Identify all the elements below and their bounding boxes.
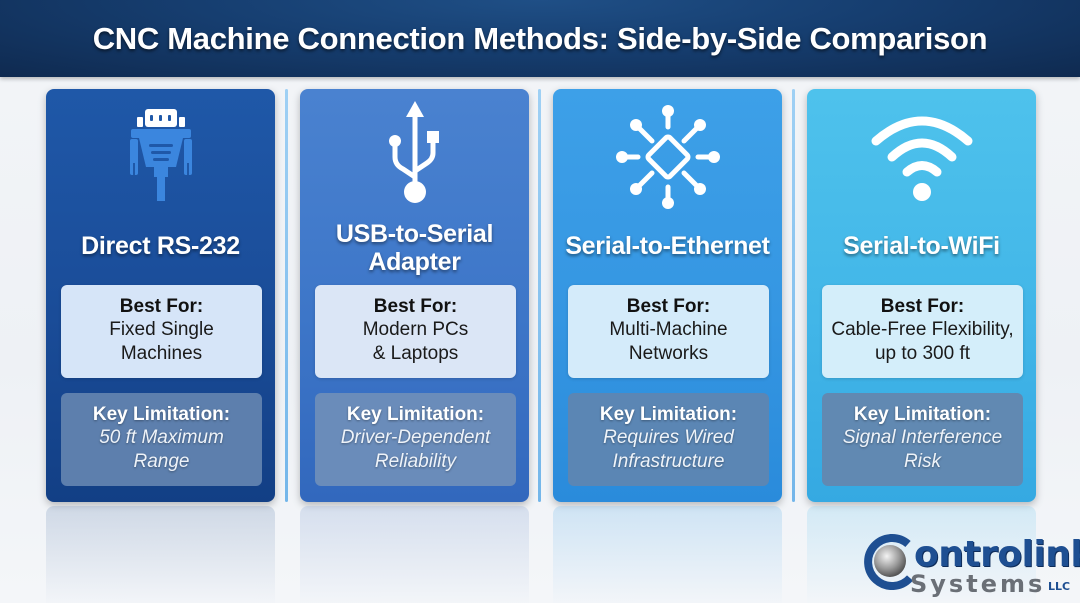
card-title: Serial-to-WiFi bbox=[843, 232, 1000, 260]
best-for-label: Best For: bbox=[880, 296, 965, 317]
best-for-label: Best For: bbox=[626, 296, 711, 317]
key-limitation-label: Key Limitation: bbox=[599, 404, 738, 425]
column-divider bbox=[792, 89, 795, 502]
best-for-box: Best For: Fixed Single Machines bbox=[61, 285, 262, 378]
best-for-value: Cable-Free Flexibility, up to 300 ft bbox=[831, 319, 1014, 364]
key-limitation-label: Key Limitation: bbox=[853, 404, 992, 425]
page-title: CNC Machine Connection Methods: Side-by-… bbox=[92, 20, 988, 56]
card-reflection bbox=[807, 506, 1036, 603]
key-limitation-label: Key Limitation: bbox=[92, 404, 231, 425]
card-reflection bbox=[300, 506, 529, 603]
best-for-box: Best For: Multi-Machine Networks bbox=[568, 285, 769, 378]
best-for-value: Multi-Machine Networks bbox=[609, 319, 728, 364]
usb-icon bbox=[300, 97, 529, 217]
best-for-box: Best For: Modern PCs & Laptops bbox=[315, 285, 516, 378]
key-limitation-value: 50 ft Maximum Range bbox=[99, 427, 224, 472]
card-title: Direct RS-232 bbox=[81, 232, 240, 260]
wifi-icon bbox=[807, 97, 1036, 217]
key-limitation-value: Signal Interference Risk bbox=[842, 427, 1003, 472]
controlink-logo: ontrolink Systems LLC bbox=[862, 530, 1080, 598]
best-for-label: Best For: bbox=[373, 296, 458, 317]
card-title: Serial-to-Ethernet bbox=[565, 232, 770, 260]
logo-text-systems: Systems bbox=[910, 570, 1046, 598]
card-reflection bbox=[553, 506, 782, 603]
logo-globe-icon bbox=[864, 534, 913, 590]
network-hub-icon bbox=[553, 97, 782, 217]
column-divider bbox=[285, 89, 288, 502]
key-limitation-box: Key Limitation: 50 ft Maximum Range bbox=[61, 393, 262, 486]
best-for-value: Modern PCs & Laptops bbox=[362, 319, 469, 364]
key-limitation-label: Key Limitation: bbox=[346, 404, 485, 425]
key-limitation-box: Key Limitation: Driver-Dependent Reliabi… bbox=[315, 393, 516, 486]
best-for-label: Best For: bbox=[119, 296, 204, 317]
best-for-box: Best For: Cable-Free Flexibility, up to … bbox=[822, 285, 1023, 378]
key-limitation-box: Key Limitation: Signal Interference Risk bbox=[822, 393, 1023, 486]
logo-text-llc: LLC bbox=[1048, 580, 1071, 593]
serial-db9-connector-icon bbox=[46, 97, 275, 217]
card-title: USB-to-Serial Adapter bbox=[335, 220, 494, 276]
card-usb-to-serial: USB-to-Serial Adapter Best For: Modern P… bbox=[300, 89, 529, 502]
best-for-value: Fixed Single Machines bbox=[109, 319, 214, 364]
logo-text-controlink: ontrolink bbox=[914, 534, 1080, 575]
card-serial-to-ethernet: Serial-to-Ethernet Best For: Multi-Machi… bbox=[553, 89, 782, 502]
key-limitation-value: Requires Wired Infrastructure bbox=[603, 427, 734, 472]
key-limitation-value: Driver-Dependent Reliability bbox=[340, 427, 491, 472]
card-reflection bbox=[46, 506, 275, 603]
key-limitation-box: Key Limitation: Requires Wired Infrastru… bbox=[568, 393, 769, 486]
title-banner: CNC Machine Connection Methods: Side-by-… bbox=[0, 0, 1080, 77]
card-direct-rs232: Direct RS-232 Best For: Fixed Single Mac… bbox=[46, 89, 275, 502]
card-serial-to-wifi: Serial-to-WiFi Best For: Cable-Free Flex… bbox=[807, 89, 1036, 502]
column-divider bbox=[538, 89, 541, 502]
